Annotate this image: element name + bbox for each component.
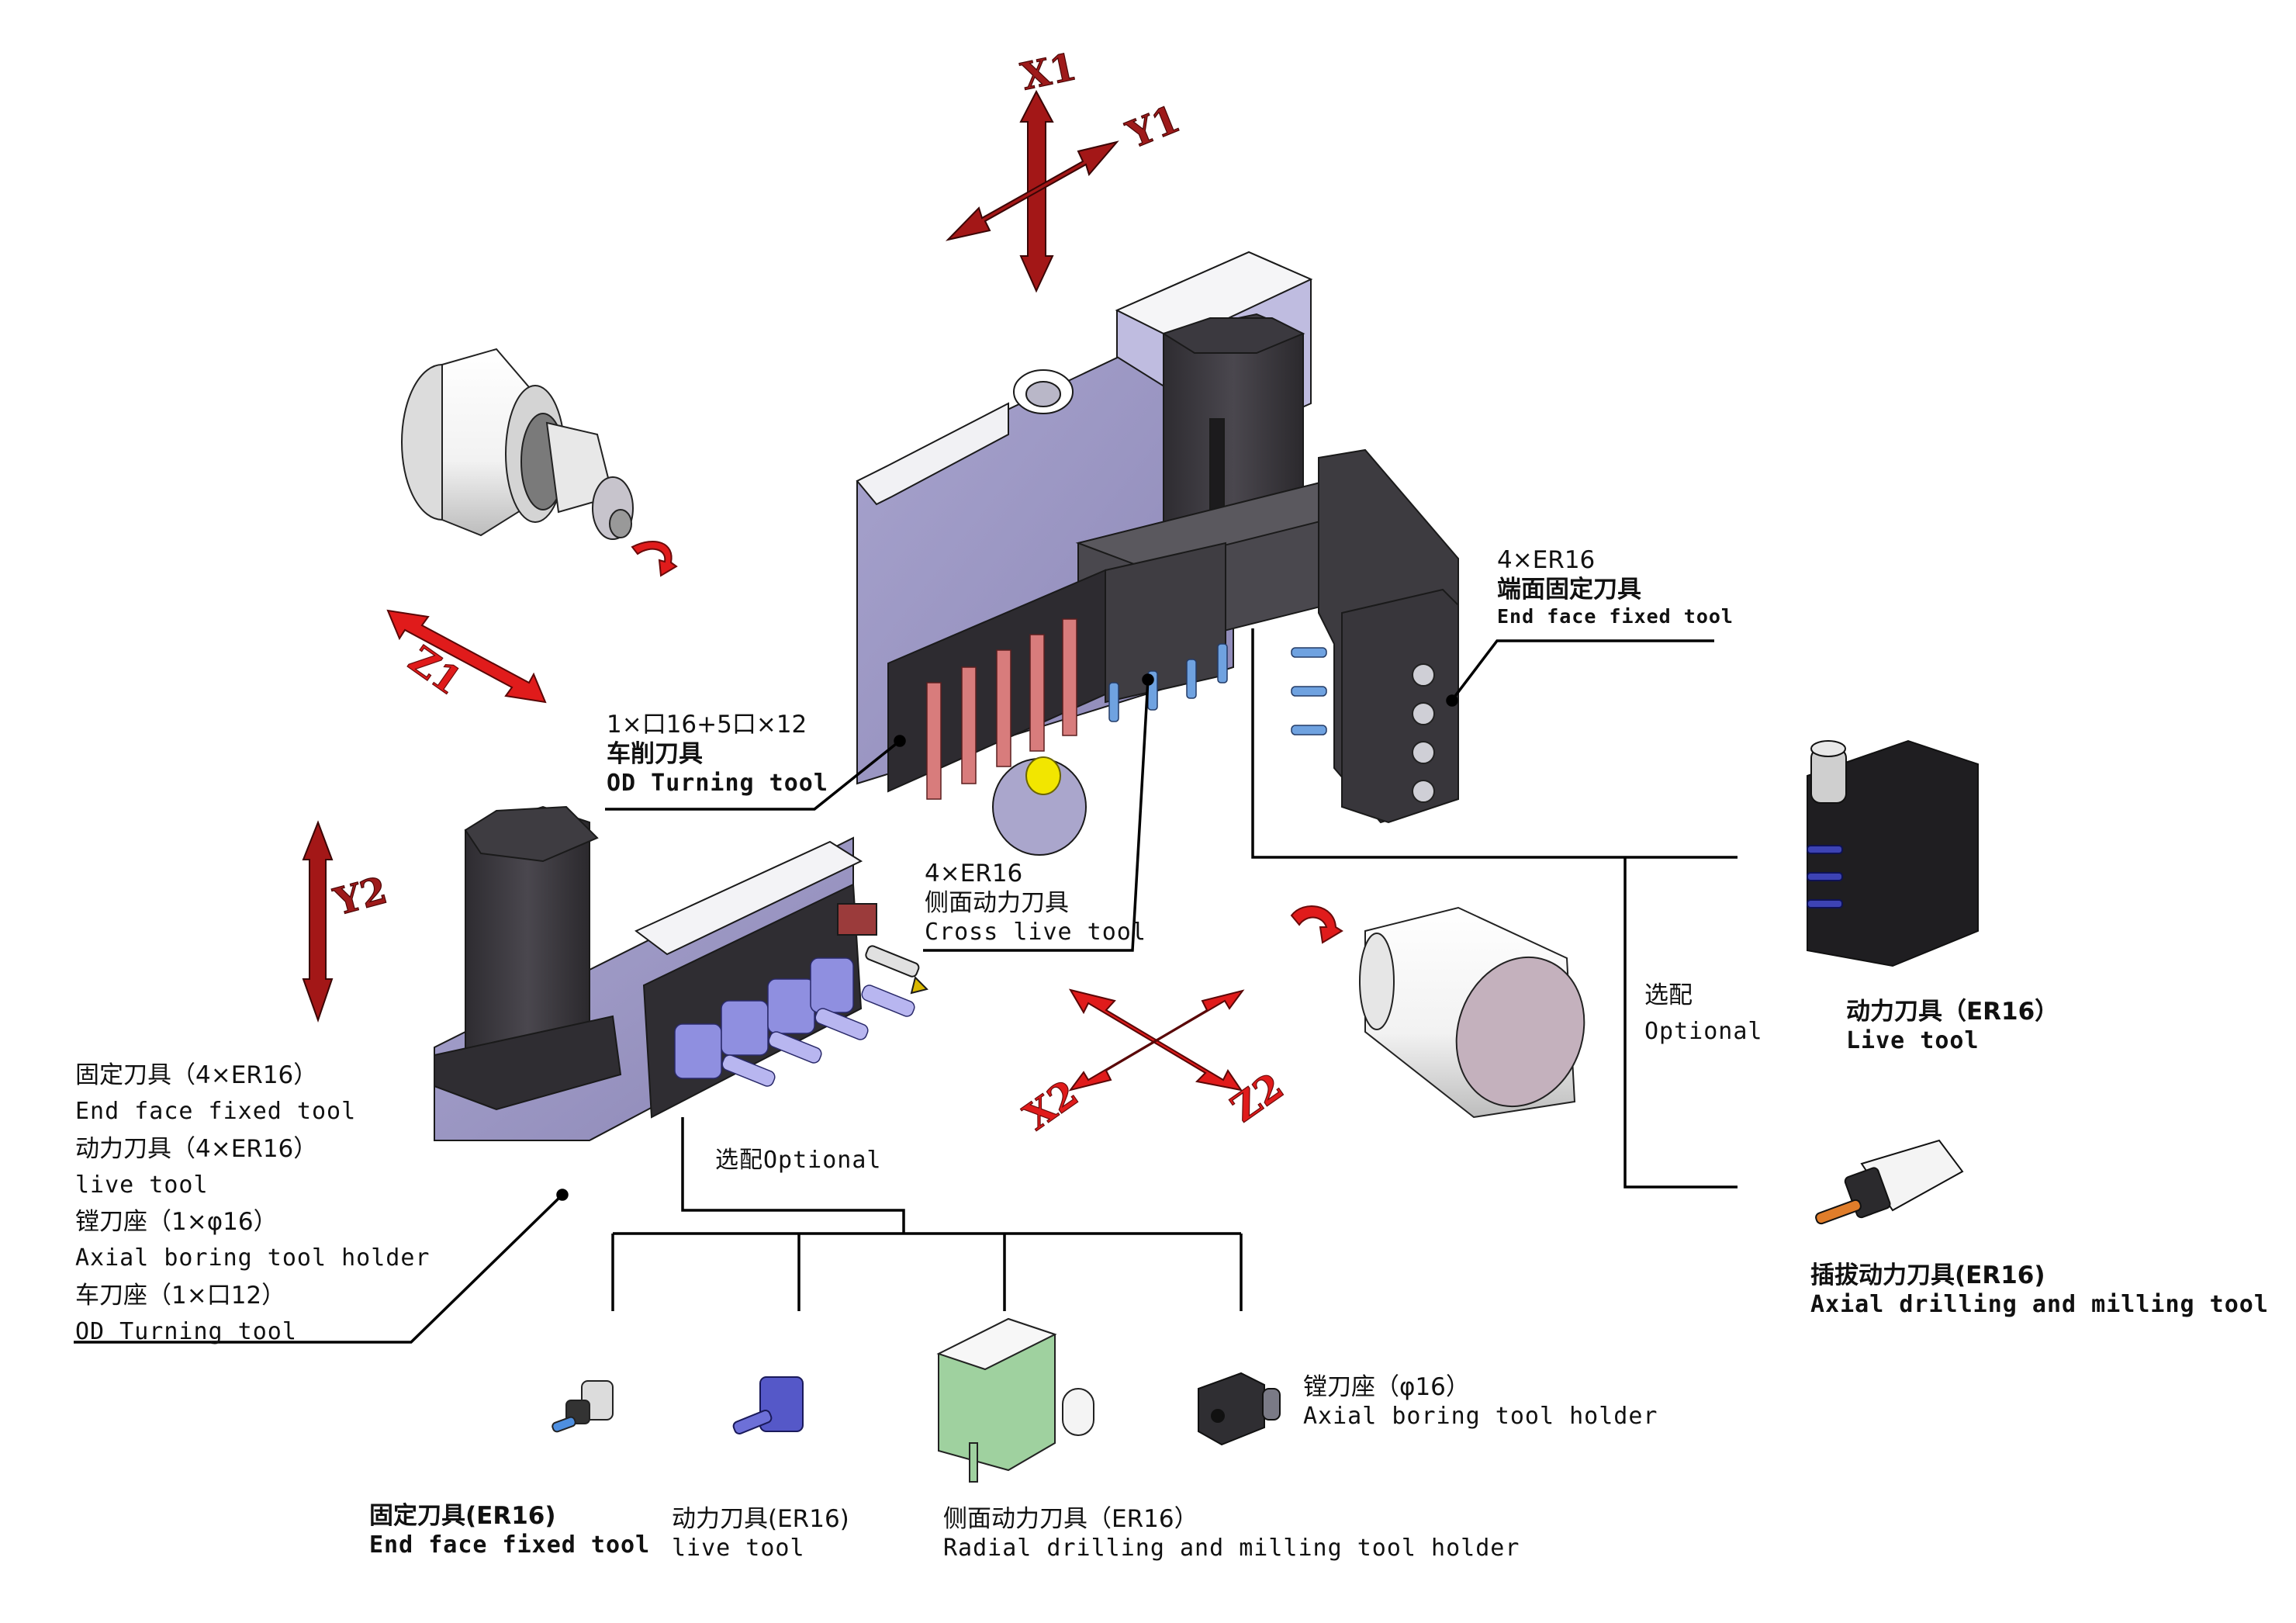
od-turning-cn: 车削刀具 [607, 739, 703, 768]
axis-y1-label: Y1 [1120, 97, 1186, 157]
leader-lines [74, 628, 1738, 1344]
lower-list-item-cn: 镗刀座（1×φ16） [75, 1208, 278, 1237]
cross-live-cn: 侧面动力刀具 [925, 888, 1069, 917]
lower-list-item-cn: 动力刀具（4×ER16） [75, 1134, 318, 1163]
bottom-option-boring: 镗刀座（φ16） Axial boring tool holder [1303, 1373, 1658, 1431]
callout-end-face-top: 4×ER16 端面固定刀具 End face fixed tool [1497, 546, 1734, 628]
lower-list-item-en: live tool [75, 1171, 209, 1199]
bottom-option-en: Axial boring tool holder [1303, 1402, 1658, 1430]
axis-z2-arrow [1068, 989, 1245, 1092]
bottom-option-en: Radial drilling and milling tool holder [943, 1534, 1520, 1562]
main-spindle [401, 348, 678, 577]
axis-z2-label: Z2 [1223, 1064, 1292, 1130]
upper-gang-turret [856, 251, 1459, 856]
lower-list-item-cn: 固定刀具（4×ER16） [75, 1061, 318, 1089]
od-turning-inserts [926, 618, 1077, 800]
end-face-spec: 4×ER16 [1497, 546, 1596, 574]
axis-y2-arrow [302, 820, 334, 1023]
bottom-option-en: End face fixed tool [369, 1531, 651, 1559]
lower-list-item-en: OD Turning tool [75, 1317, 297, 1345]
bottom-tool-live-image [732, 1376, 804, 1434]
cross-live-en: Cross live tool [925, 918, 1146, 946]
lower-list-item-en: Axial boring tool holder [75, 1244, 430, 1272]
lower-live-tool-holders [674, 957, 854, 1079]
axis-x1-y1: X1 Y1 [945, 45, 1187, 293]
end-face-cn: 端面固定刀具 [1497, 575, 1641, 604]
end-face-drills [1291, 647, 1327, 735]
callout-od-turning-top: 1×口16+5口×12 车削刀具 OD Turning tool [607, 711, 828, 798]
sub-spindle [1290, 905, 1585, 1119]
bottom-option-radial: 侧面动力刀具（ER16） Radial drilling and milling… [943, 1505, 1520, 1562]
right-live-tool-cn: 动力刀具（ER16） [1846, 998, 2059, 1026]
spindle-rotation-icon [631, 540, 678, 577]
bottom-tool-end-face-image [552, 1380, 614, 1433]
axis-y2: Y2 [302, 820, 392, 1023]
lower-gang-turret [434, 805, 928, 1141]
callout-optional-right: 选配 Optional [1644, 978, 1763, 1049]
right-axial-drill-image [1815, 1139, 1964, 1225]
callout-cross-live: 4×ER16 侧面动力刀具 Cross live tool [925, 860, 1146, 946]
cross-live-spec: 4×ER16 [925, 860, 1023, 888]
bottom-option-cn: 镗刀座（φ16） [1303, 1373, 1470, 1401]
bottom-option-en: live tool [672, 1534, 805, 1562]
od-turning-en: OD Turning tool [607, 769, 828, 797]
optional-right-cn: 选配 [1644, 981, 1693, 1009]
axis-z1: Z1 [386, 609, 547, 704]
bottom-option-cn: 动力刀具(ER16) [672, 1505, 849, 1533]
axis-y2-label: Y2 [329, 869, 392, 925]
right-axial-drill-cn: 插拔动力刀具(ER16) [1810, 1261, 2045, 1289]
axis-x1-label: X1 [1018, 45, 1081, 99]
cross-live-drills [1108, 643, 1228, 722]
axis-x2-z2: X2 Z2 [1015, 988, 1292, 1140]
callout-lower-turret-list: 固定刀具（4×ER16） End face fixed tool 动力刀具（4×… [75, 1057, 430, 1350]
bottom-option-cn: 侧面动力刀具（ER16） [943, 1505, 1198, 1533]
callout-optional-bottom: 选配Optional [715, 1147, 882, 1175]
end-face-block-holes [1412, 663, 1435, 803]
axis-z1-arrow [386, 609, 547, 704]
axis-y1-arrow [945, 140, 1119, 241]
bottom-tool-boring-image [1198, 1372, 1281, 1446]
bottom-option-live: 动力刀具(ER16) live tool [672, 1505, 849, 1562]
sub-spindle-rotation-icon [1290, 905, 1343, 944]
bottom-option-cn: 固定刀具(ER16) [369, 1502, 556, 1530]
optional-bottom-label: 选配Optional [715, 1147, 882, 1174]
right-axial-drill-en: Axial drilling and milling tool [1810, 1290, 2269, 1318]
end-face-en: End face fixed tool [1497, 604, 1734, 628]
lower-tool-shanks [721, 985, 915, 1087]
lower-list-item-en: End face fixed tool [75, 1098, 357, 1126]
optional-right-en: Optional [1644, 1017, 1763, 1045]
bottom-option-end-face: 固定刀具(ER16) End face fixed tool [369, 1502, 650, 1559]
right-live-tool-en: Live tool [1846, 1026, 1980, 1054]
right-live-tool-image [1807, 739, 1979, 967]
callout-right-live-tool: 动力刀具（ER16） Live tool [1846, 998, 2059, 1055]
callout-right-axial-drill: 插拔动力刀具(ER16) Axial drilling and milling … [1810, 1261, 2269, 1319]
bottom-tool-radial-image [936, 1317, 1094, 1483]
od-turning-spec: 1×口16+5口×12 [607, 711, 807, 739]
lower-list-item-cn: 车刀座（1×口12） [75, 1281, 286, 1310]
